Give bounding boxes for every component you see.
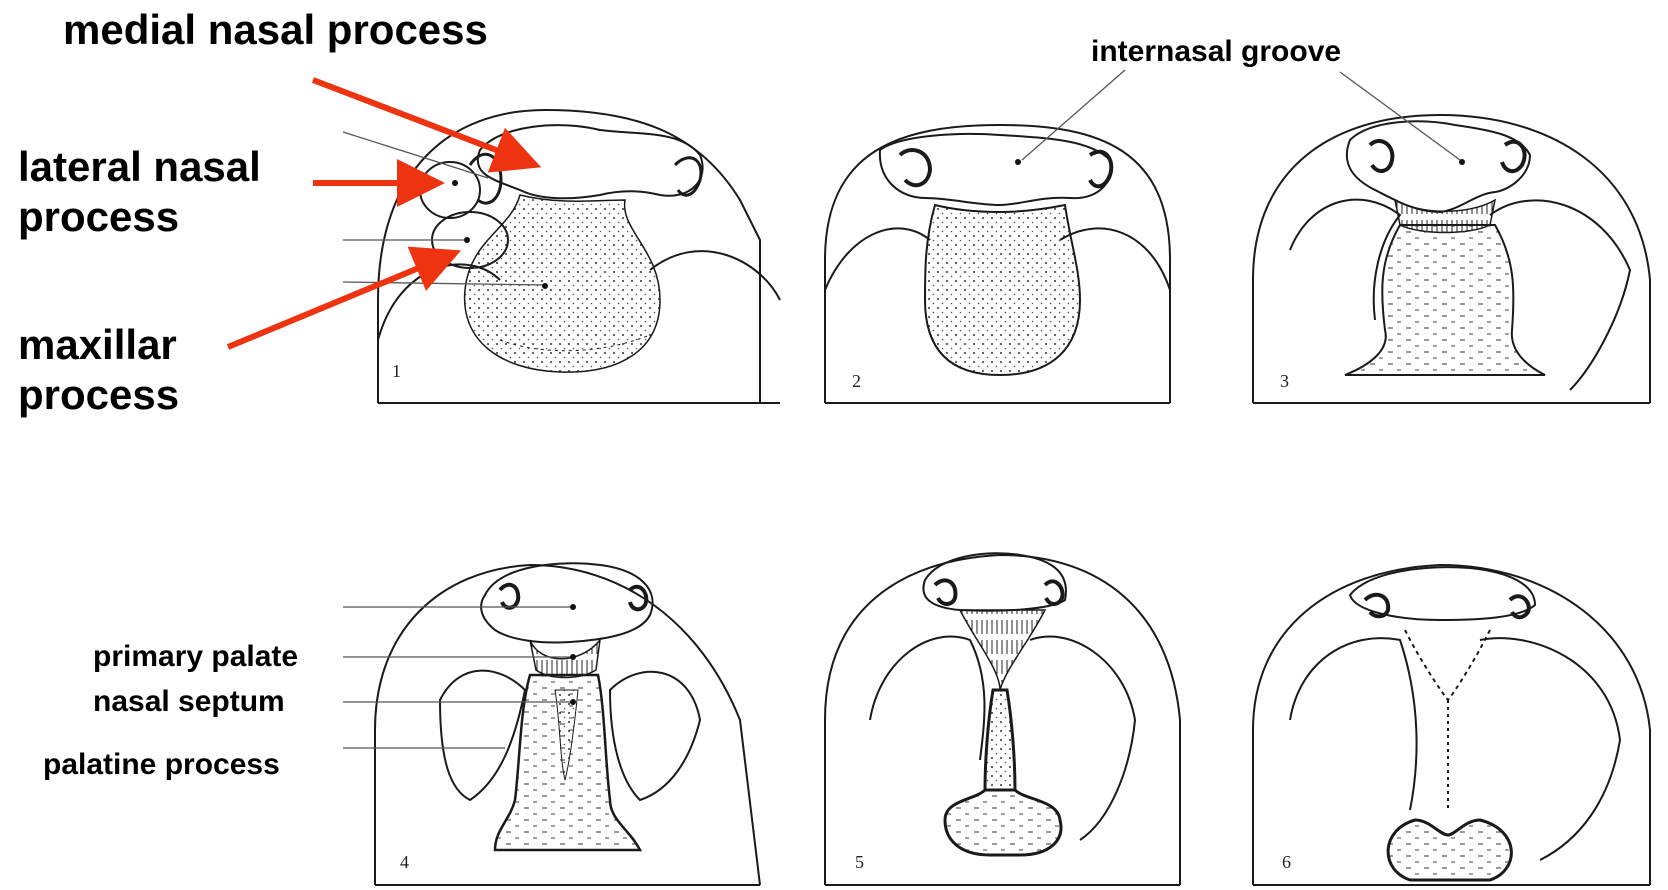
- label-lateral-nasal-process: lateral nasal process: [18, 142, 261, 242]
- panel-1: [378, 110, 780, 403]
- panel-5-nasal-septum: [985, 690, 1015, 790]
- label-medial-nasal-process: medial nasal process: [63, 5, 488, 55]
- panel-4-palatine-right: [610, 672, 700, 800]
- panel-5-primary-palate: [960, 610, 1045, 690]
- panel-number-1: 1: [392, 361, 401, 381]
- panel-number-6: 6: [1282, 852, 1291, 872]
- leader-internasal-2: [1022, 70, 1125, 160]
- arrow-maxillary: [228, 255, 450, 347]
- panel-4-palatine-left: [440, 671, 525, 800]
- panel-1-lateral-nasal: [420, 162, 480, 218]
- panel-4: [375, 563, 760, 885]
- panel-3-stomodeum: [1345, 225, 1545, 375]
- label-internasal-groove: internasal groove: [1091, 35, 1341, 69]
- panel-2-medial-nasal: [880, 134, 1111, 205]
- panel-number-3: 3: [1280, 371, 1289, 391]
- label-primary-palate: primary palate: [93, 640, 298, 674]
- panel-2: [825, 125, 1170, 403]
- panel-6: [1253, 565, 1650, 885]
- panel-4-medial-nasal: [481, 563, 652, 642]
- panel-1-medial-nasal: [478, 125, 703, 198]
- panel-1-stomodeum: [465, 195, 660, 372]
- panel-number-5: 5: [855, 852, 864, 872]
- panel-6-stomodeum: [1388, 820, 1511, 880]
- panel-6-primary-palate: [1405, 630, 1490, 700]
- panel-2-stomodeum: [925, 205, 1080, 375]
- panel-5: [825, 553, 1180, 885]
- label-maxillar-process: maxillar process: [18, 320, 179, 420]
- panel-4-primary-palate: [530, 640, 600, 678]
- label-palatine-process: palatine process: [43, 748, 280, 782]
- panel-number-2: 2: [852, 371, 861, 391]
- leader-lines: [343, 70, 1460, 748]
- label-nasal-septum: nasal septum: [93, 685, 285, 719]
- panel-5-stomodeum: [945, 790, 1061, 855]
- panel-number-4: 4: [400, 852, 409, 872]
- arrow-medial-nasal: [313, 80, 530, 163]
- panel-3: [1253, 115, 1650, 403]
